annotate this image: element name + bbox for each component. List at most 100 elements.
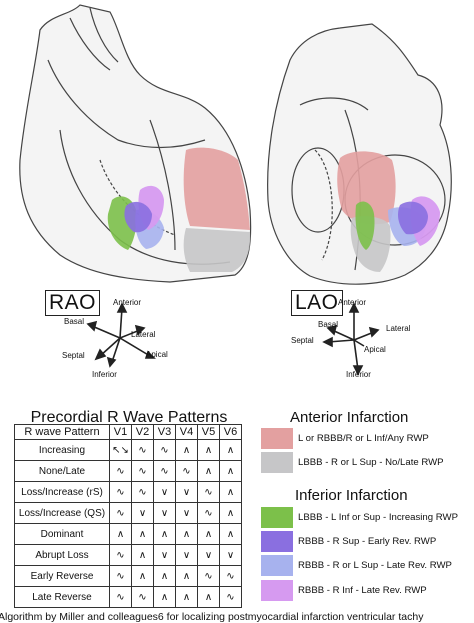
legend-label: L or RBBB/R or L Inf/Any RWP — [298, 433, 429, 444]
lao-orientation-axes — [322, 302, 380, 376]
legend-swatch — [261, 507, 293, 528]
legend-item: LBBB - L Inf or Sup - Increasing RWP — [261, 507, 458, 528]
legend-swatch — [261, 531, 293, 552]
legend-swatch — [261, 428, 293, 449]
rao-axis-basal: Basal — [64, 317, 85, 326]
waveform-glyph: ∿ — [109, 586, 132, 608]
rao-label: RAO — [45, 290, 101, 316]
table-row: Loss/Increase (QS)∿∨∨∨∿∧ — [14, 502, 242, 524]
waveform-glyph: ∧ — [153, 586, 176, 608]
waveform-glyph: ∧ — [175, 586, 198, 608]
header-r-wave-pattern: R wave Pattern — [14, 424, 110, 440]
waveform-glyph: ∿ — [197, 481, 220, 503]
waveform-glyph: ∿ — [109, 502, 132, 524]
pattern-name: Loss/Increase (QS) — [14, 502, 110, 524]
figure-caption: Algorithm by Miller and colleagues6 for … — [0, 611, 424, 623]
table-header-row: R wave Pattern V1 V2 V3 V4 V5 V6 — [14, 424, 242, 440]
rao-axis-apical: Apical — [146, 350, 168, 359]
legend-label: LBBB - R or L Sup - No/Late RWP — [298, 457, 444, 468]
table-row: Abrupt Loss∿∧∨∨∨∨ — [14, 544, 242, 566]
waveform-glyph: ∿ — [197, 565, 220, 587]
table-title: Precordial R Wave Patterns — [30, 409, 228, 426]
waveform-glyph: ∧ — [197, 439, 220, 461]
pattern-name: Late Reverse — [14, 586, 110, 608]
r-wave-pattern-table: R wave Pattern V1 V2 V3 V4 V5 V6 Increas… — [14, 424, 242, 608]
waveform-glyph: ∨ — [219, 544, 242, 566]
waveform-glyph: ∿ — [219, 586, 242, 608]
rao-axis-inferior: Inferior — [92, 370, 117, 379]
waveform-glyph: ∿ — [109, 460, 132, 482]
rao-axis-anterior: Anterior — [113, 298, 142, 307]
waveform-glyph: ∧ — [197, 586, 220, 608]
waveform-glyph: ∨ — [197, 544, 220, 566]
waveform-glyph: ∿ — [219, 565, 242, 587]
legend-label: RBBB - R Sup - Early Rev. RWP — [298, 536, 437, 547]
waveform-glyph: ∿ — [131, 439, 154, 461]
rao-axis-lateral: Lateral — [131, 330, 156, 339]
table-row: Dominant∧∧∧∧∧∧ — [14, 523, 242, 545]
waveform-glyph: ∧ — [197, 523, 220, 545]
rao-orientation-axes — [86, 302, 156, 368]
waveform-glyph: ∧ — [131, 565, 154, 587]
waveform-glyph: ∨ — [153, 502, 176, 524]
waveform-glyph: ∧ — [219, 523, 242, 545]
lao-axis-inferior: Inferior — [346, 370, 371, 379]
header-lead: V1 — [109, 424, 132, 440]
table-row: None/Late∿∿∿∿∧∧ — [14, 460, 242, 482]
waveform-glyph: ∿ — [109, 544, 132, 566]
table-row: Loss/Increase (rS)∿∿∨∨∿∧ — [14, 481, 242, 503]
lao-axis-septal: Septal — [291, 336, 314, 345]
rao-heart-illustration — [19, 4, 452, 285]
rao-purple-region — [124, 201, 152, 233]
waveform-glyph: ∨ — [175, 544, 198, 566]
pattern-name: Abrupt Loss — [14, 544, 110, 566]
lao-green-region — [355, 201, 375, 250]
legend-label: RBBB - R or L Sup - Late Rev. RWP — [298, 560, 452, 571]
waveform-glyph: ∨ — [153, 544, 176, 566]
waveform-glyph: ∨ — [175, 481, 198, 503]
legend-item: RBBB - R Sup - Early Rev. RWP — [261, 531, 436, 552]
rao-gray-region — [183, 228, 251, 272]
waveform-glyph: ∿ — [109, 481, 132, 503]
anterior-infarction-title: Anterior Infarction — [290, 409, 409, 426]
lao-axis-basal: Basal — [318, 320, 339, 329]
waveform-glyph: ∧ — [153, 523, 176, 545]
rao-anterior-region — [183, 147, 250, 230]
lao-label: LAO — [291, 290, 343, 316]
lao-axis-lateral: Lateral — [386, 324, 411, 333]
waveform-glyph: ↖↘ — [109, 439, 132, 461]
waveform-glyph: ∧ — [219, 439, 242, 461]
legend-swatch — [261, 452, 293, 473]
header-lead: V3 — [153, 424, 176, 440]
waveform-glyph: ∿ — [131, 481, 154, 503]
pattern-name: Increasing — [14, 439, 110, 461]
waveform-glyph: ∿ — [153, 460, 176, 482]
waveform-glyph: ∧ — [175, 523, 198, 545]
header-lead: V5 — [197, 424, 220, 440]
waveform-glyph: ∨ — [131, 502, 154, 524]
inferior-infarction-title: Inferior Infarction — [295, 487, 408, 504]
pattern-name: Loss/Increase (rS) — [14, 481, 110, 503]
waveform-glyph: ∿ — [175, 460, 198, 482]
pattern-name: Dominant — [14, 523, 110, 545]
legend-label: LBBB - L Inf or Sup - Increasing RWP — [298, 512, 458, 523]
waveform-glyph: ∿ — [109, 565, 132, 587]
waveform-glyph: ∧ — [175, 439, 198, 461]
pattern-name: Early Reverse — [14, 565, 110, 587]
waveform-glyph: ∧ — [109, 523, 132, 545]
waveform-glyph: ∿ — [153, 439, 176, 461]
lao-axis-apical: Apical — [364, 345, 386, 354]
waveform-glyph: ∧ — [219, 502, 242, 524]
header-lead: V2 — [131, 424, 154, 440]
legend-swatch — [261, 580, 293, 601]
table-row: Increasing↖↘∿∿∧∧∧ — [14, 439, 242, 461]
waveform-glyph: ∧ — [175, 565, 198, 587]
waveform-glyph: ∨ — [153, 481, 176, 503]
lao-axis-anterior: Anterior — [338, 298, 367, 307]
table-row: Late Reverse∿∿∧∧∧∿ — [14, 586, 242, 608]
legend-item: L or RBBB/R or L Inf/Any RWP — [261, 428, 429, 449]
waveform-glyph: ∨ — [175, 502, 198, 524]
waveform-glyph: ∧ — [131, 544, 154, 566]
waveform-glyph: ∧ — [219, 481, 242, 503]
waveform-glyph: ∿ — [197, 502, 220, 524]
